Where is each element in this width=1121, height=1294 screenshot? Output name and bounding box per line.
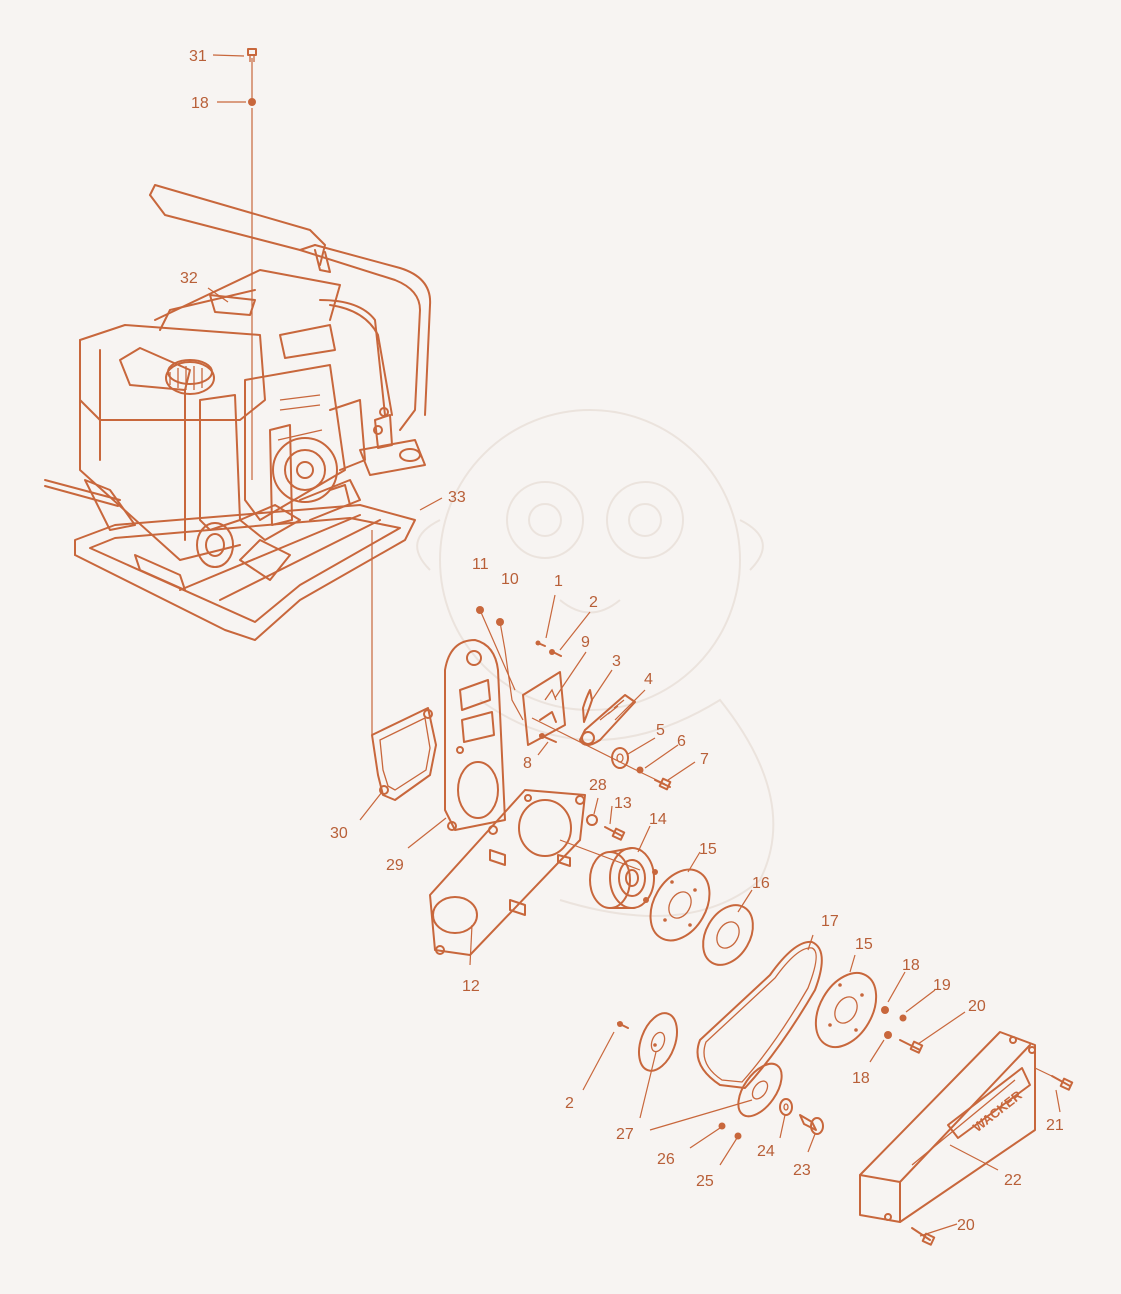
assembly-line-12-14 (559, 839, 641, 871)
callout-30: 30 (330, 825, 348, 842)
callout-29: 29 (386, 857, 404, 874)
plate-29 (444, 639, 506, 835)
assembly-line-21 (1034, 1067, 1061, 1081)
callout-4: 4 (644, 671, 653, 688)
leader-lines (207, 54, 1061, 1237)
callout-22: 22 (1004, 1172, 1022, 1189)
callout-6: 6 (677, 733, 686, 750)
callout-5: 5 (656, 722, 665, 739)
callout-18-mid: 18 (902, 957, 920, 974)
washer-24 (779, 1098, 793, 1116)
callout-10: 10 (501, 571, 519, 588)
callout-12: 12 (462, 978, 480, 995)
callout-14: 14 (649, 811, 667, 828)
belt-cover-22: WACKER (859, 1031, 1036, 1223)
callout-33: 33 (448, 489, 466, 506)
washer-18-low (884, 1031, 892, 1039)
washer-18-mid (881, 1006, 889, 1014)
callout-20-upper: 20 (968, 998, 986, 1015)
part-10 (496, 618, 504, 626)
backplate-12 (429, 789, 586, 956)
bracket-9 (479, 609, 566, 746)
bolt-31 (247, 48, 257, 62)
pulley-disc (737, 1062, 783, 1118)
callout-15-rear: 15 (855, 936, 873, 953)
callout-3: 3 (612, 653, 621, 670)
callout-16: 16 (752, 875, 770, 892)
washer-18-top (248, 98, 256, 106)
callout-20-lower: 20 (957, 1217, 975, 1234)
screw-8 (539, 733, 557, 743)
bolt-23 (799, 1114, 824, 1135)
callout-25: 25 (696, 1173, 714, 1190)
assembly-line-4-7 (531, 717, 666, 785)
screw-1 (535, 640, 546, 647)
callout-26: 26 (657, 1151, 675, 1168)
part-25 (734, 1132, 742, 1140)
screw-2-lower (617, 1021, 629, 1029)
callout-9: 9 (581, 634, 590, 651)
spring-3 (582, 689, 593, 723)
plate-compactor-machine (44, 184, 432, 641)
callout-7: 7 (700, 751, 709, 768)
part-19 (899, 1014, 907, 1022)
lever-4 (579, 694, 636, 746)
belt-17 (696, 940, 823, 1089)
watermark (416, 409, 775, 917)
callout-27: 27 (616, 1126, 634, 1143)
callout-8: 8 (523, 755, 532, 772)
callout-19: 19 (933, 977, 951, 994)
bolt-20-lower (911, 1227, 936, 1246)
callout-13: 13 (614, 795, 632, 812)
callout-2-lower: 2 (565, 1095, 574, 1112)
callout-11: 11 (472, 556, 489, 573)
clutch-14 (589, 847, 658, 909)
disc-15-front (649, 868, 711, 942)
callout-18-low: 18 (852, 1070, 870, 1087)
callout-24: 24 (757, 1143, 775, 1160)
callout-28: 28 (589, 777, 607, 794)
callout-2-upper: 2 (589, 594, 598, 611)
screw-2-upper (549, 649, 562, 657)
bolt-20-upper (899, 1039, 924, 1054)
nut-28 (586, 814, 598, 826)
callout-17: 17 (821, 913, 839, 930)
callout-1: 1 (554, 573, 563, 590)
callout-32: 32 (180, 270, 198, 287)
callout-18-top: 18 (191, 95, 209, 112)
disc-15-rear (814, 972, 878, 1048)
pulley-27 (638, 1012, 678, 1072)
gasket-30 (371, 530, 437, 801)
part-11 (476, 606, 484, 614)
callout-23: 23 (793, 1162, 811, 1179)
bolt-13 (604, 826, 626, 841)
callout-31: 31 (189, 48, 207, 65)
callout-labels: 31 18 32 33 11 10 1 2 9 3 4 5 6 7 8 28 1… (180, 48, 1064, 1234)
disc-16 (702, 904, 754, 966)
part-26 (718, 1122, 726, 1130)
callout-15-front: 15 (699, 841, 717, 858)
callout-21: 21 (1046, 1117, 1064, 1134)
